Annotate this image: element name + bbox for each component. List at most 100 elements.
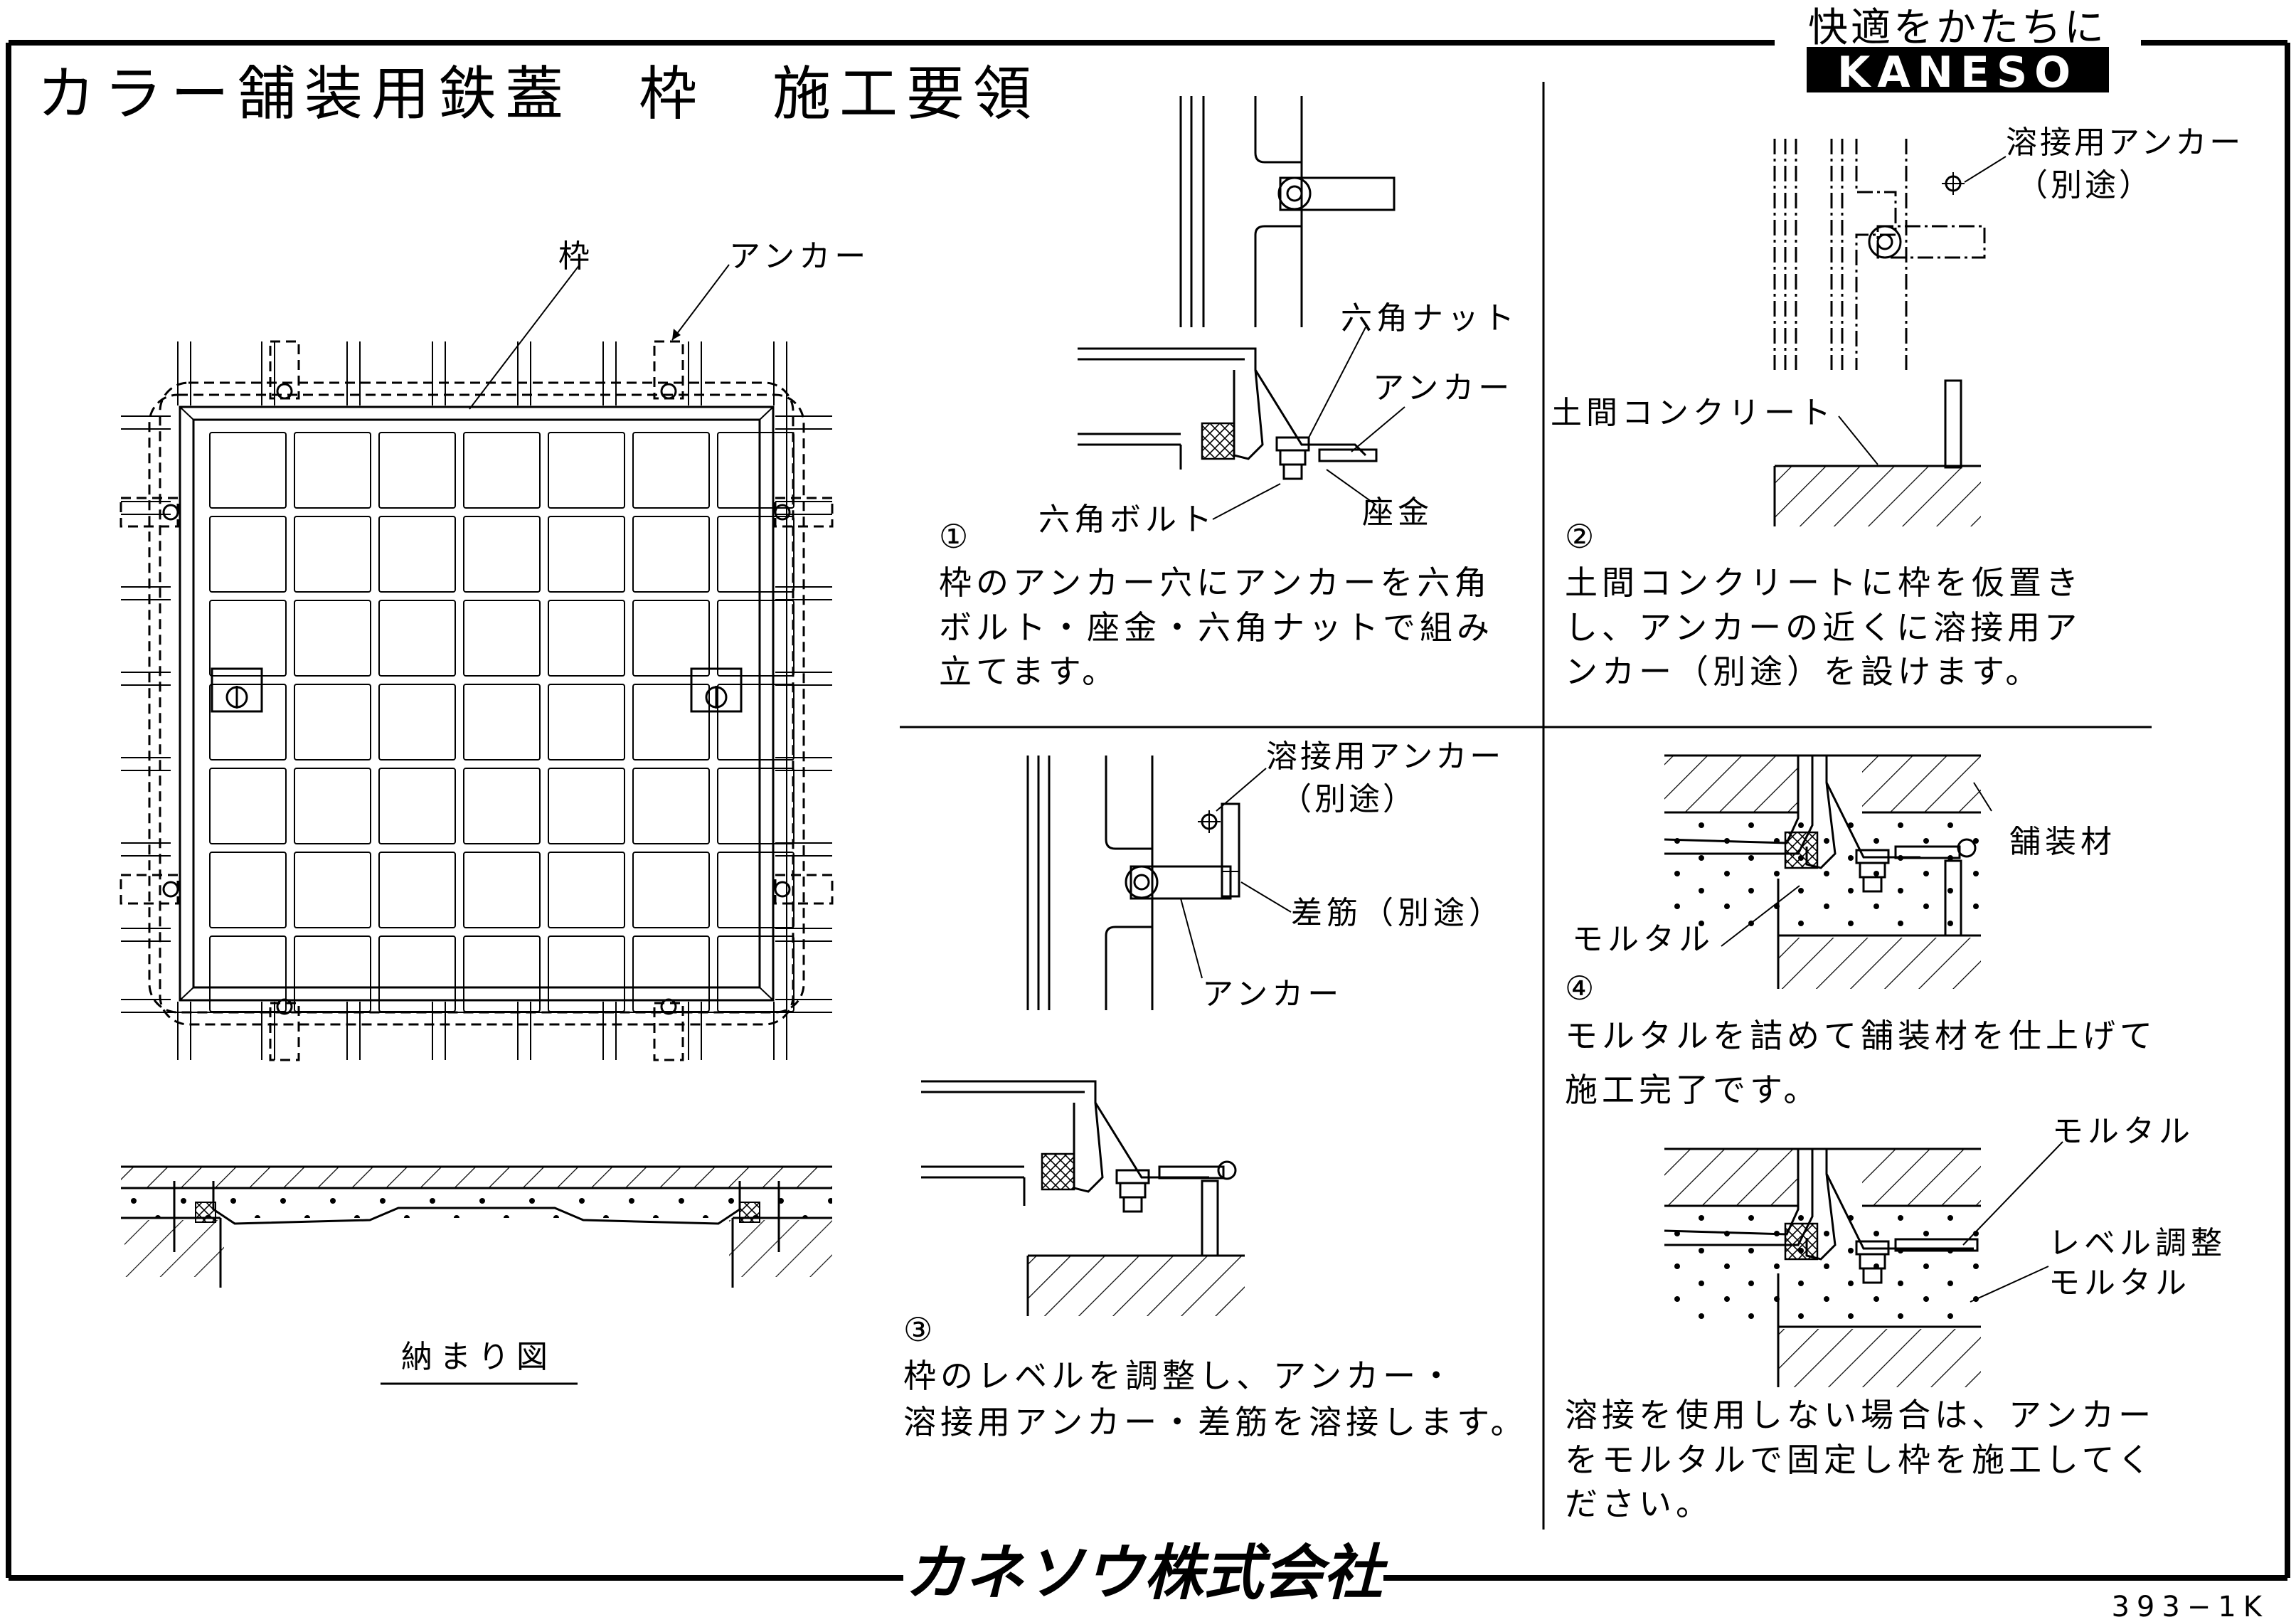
- grating-cell: [463, 516, 541, 593]
- step2-text-line1: 土間コンクリートに枠を仮置き: [1565, 563, 2083, 602]
- grating-cell: [209, 768, 287, 844]
- step1-text-line1: 枠のアンカー穴にアンカーを六角: [939, 563, 1491, 602]
- grating-cell: [717, 516, 794, 593]
- grating-cell: [209, 516, 287, 593]
- svg-text:KANESO: KANESO: [1837, 48, 2078, 97]
- step1-text-line3: 立てます。: [939, 652, 1119, 691]
- grating-cell: [209, 935, 287, 1012]
- plan-label-anchor: アンカー: [729, 238, 870, 275]
- grating-cell: [548, 516, 625, 593]
- grating-cell: [632, 432, 710, 509]
- grating-cell: [378, 516, 456, 593]
- step2-text-line3: ンカー（別途）を設けます。: [1565, 652, 2042, 691]
- step4-label-mortar: モルタル: [1572, 921, 1714, 958]
- step3-label-anchor: アンカー: [1202, 976, 1343, 1012]
- step1-text-line2: ボルト・座金・六角ナットで組み: [939, 608, 1494, 647]
- grating-cell: [632, 935, 710, 1012]
- brand-tagline: 快適をかたちに: [1808, 5, 2107, 51]
- grating-cell: [378, 935, 456, 1012]
- step1-number: ①: [939, 517, 968, 556]
- step4-number: ④: [1565, 969, 1594, 1007]
- grating-cell: [548, 684, 625, 760]
- grating-cell: [548, 600, 625, 677]
- grating-cell: [294, 432, 371, 509]
- grating-cell: [294, 684, 371, 760]
- grating-cell: [463, 432, 541, 509]
- grating-cell: [294, 600, 371, 677]
- grating-cell: [378, 768, 456, 844]
- step4-text-line2: 施工完了です。: [1565, 1071, 1820, 1109]
- grating-cell: [294, 768, 371, 844]
- grating-cell: [294, 852, 371, 928]
- grating-cell: [294, 516, 371, 593]
- step3-label-weld-anchor: 溶接用アンカー: [1266, 738, 1504, 775]
- grating-cell: [632, 516, 710, 593]
- plan-caption: 納まり図: [401, 1339, 555, 1375]
- grating-cell: [548, 432, 625, 509]
- grating-cell: [209, 684, 287, 760]
- grating-cell: [632, 768, 710, 844]
- note-label-level-mortar-2: モルタル: [2048, 1265, 2191, 1301]
- grating-cell: [463, 935, 541, 1012]
- step2-text-line2: し、アンカーの近くに溶接用ア: [1565, 608, 2081, 647]
- grating-cell: [209, 600, 287, 677]
- step3-diagram: [921, 756, 1292, 1316]
- grating-cell: [209, 432, 287, 509]
- step1-label-bolt: 六角ボルト: [1038, 502, 1216, 538]
- page-title: カラー舗装用鉄蓋 枠 施工要領: [37, 60, 1040, 128]
- step3-text-line1: 枠のレベルを調整し、アンカー・: [903, 1357, 1457, 1395]
- step1-diagram: [1078, 96, 1405, 520]
- step2-label-weld-anchor-note: （別途）: [2016, 167, 2153, 203]
- step2-label-weld-anchor: 溶接用アンカー: [2006, 124, 2243, 161]
- grating-cell: [632, 684, 710, 760]
- section-view: [121, 1165, 832, 1288]
- step2-label-concrete: 土間コンクリート: [1551, 395, 1835, 431]
- grating-cell: [378, 432, 456, 509]
- step4-text-line1: モルタルを詰めて舗装材を仕上げて: [1565, 1017, 2157, 1055]
- step2-number: ②: [1565, 517, 1594, 556]
- step1-label-anchor: アンカー: [1373, 370, 1514, 406]
- company-name: カネソウ株式会社: [905, 1538, 1388, 1608]
- grating-cell: [548, 768, 625, 844]
- grating-cell: [717, 684, 794, 760]
- note-text-line3: ださい。: [1565, 1485, 1713, 1523]
- sheet-border: [6, 40, 2290, 1581]
- note-diagram: [1664, 1141, 2063, 1387]
- grating-cell: [463, 852, 541, 928]
- step3-label-rebar: 差筋（別途）: [1291, 895, 1504, 931]
- grating-cell: [378, 852, 456, 928]
- grating-cell: [717, 768, 794, 844]
- plan-label-frame: 枠: [558, 238, 590, 275]
- grating-cell: [378, 684, 456, 760]
- kaneso-logo: KANESO: [1807, 47, 2109, 97]
- note-text-line1: 溶接を使用しない場合は、アンカー: [1565, 1396, 2155, 1434]
- grating-cell: [378, 600, 456, 677]
- grating-cell: [717, 432, 794, 509]
- grating-cell: [209, 852, 287, 928]
- grating-cell: [548, 852, 625, 928]
- grating-cell: [463, 600, 541, 677]
- document-number: 393−1K: [2111, 1591, 2269, 1622]
- note-label-mortar: モルタル: [2052, 1113, 2194, 1150]
- grating-cell: [717, 852, 794, 928]
- grating-cell: [632, 600, 710, 677]
- grating-cell: [463, 768, 541, 844]
- grating-cell: [717, 935, 794, 1012]
- step2-diagram: [1773, 139, 2007, 526]
- grating-cell: [548, 935, 625, 1012]
- step1-label-nut: 六角ナット: [1341, 300, 1519, 336]
- grating-cell: [294, 935, 371, 1012]
- step4-diagram: [1664, 754, 1992, 989]
- step3-label-weld-anchor-note: （別途）: [1280, 781, 1417, 817]
- step3-number: ③: [903, 1310, 932, 1349]
- note-label-level-mortar-1: レベル調整: [2048, 1225, 2226, 1261]
- grating-cell: [717, 600, 794, 677]
- grating-cell: [463, 684, 541, 760]
- step1-label-washer: 座金: [1362, 494, 1433, 531]
- note-text-line2: をモルタルで固定し枠を施工してく: [1565, 1441, 2154, 1479]
- step3-text-line2: 溶接用アンカー・差筋を溶接します。: [903, 1403, 1528, 1441]
- step4-label-paving: 舗装材: [2009, 824, 2116, 860]
- plan-view: [119, 264, 834, 1061]
- grating-cell: [632, 852, 710, 928]
